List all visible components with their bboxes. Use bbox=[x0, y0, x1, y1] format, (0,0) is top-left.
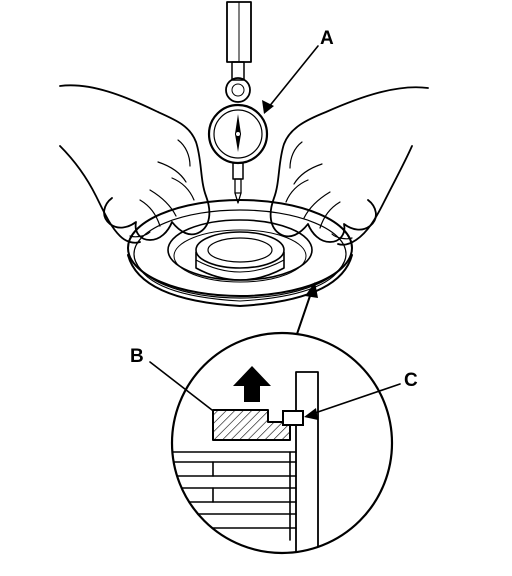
callout-c: C bbox=[304, 370, 418, 420]
clutch-plates bbox=[172, 451, 297, 541]
housing-assembly bbox=[127, 199, 353, 307]
housing-wall bbox=[295, 371, 319, 553]
connector-arrow bbox=[296, 282, 318, 335]
right-hand bbox=[269, 86, 429, 246]
dial-indicator bbox=[207, 1, 269, 204]
snap-ring bbox=[282, 410, 304, 426]
callout-a: A bbox=[262, 28, 334, 114]
label-a: A bbox=[320, 28, 334, 49]
label-b: B bbox=[130, 346, 144, 367]
piston-part bbox=[212, 409, 291, 441]
left-hand bbox=[59, 84, 211, 244]
detail-view bbox=[170, 331, 394, 555]
label-c: C bbox=[404, 370, 418, 391]
lift-arrow-icon bbox=[233, 366, 271, 402]
callout-b: B bbox=[130, 346, 213, 411]
